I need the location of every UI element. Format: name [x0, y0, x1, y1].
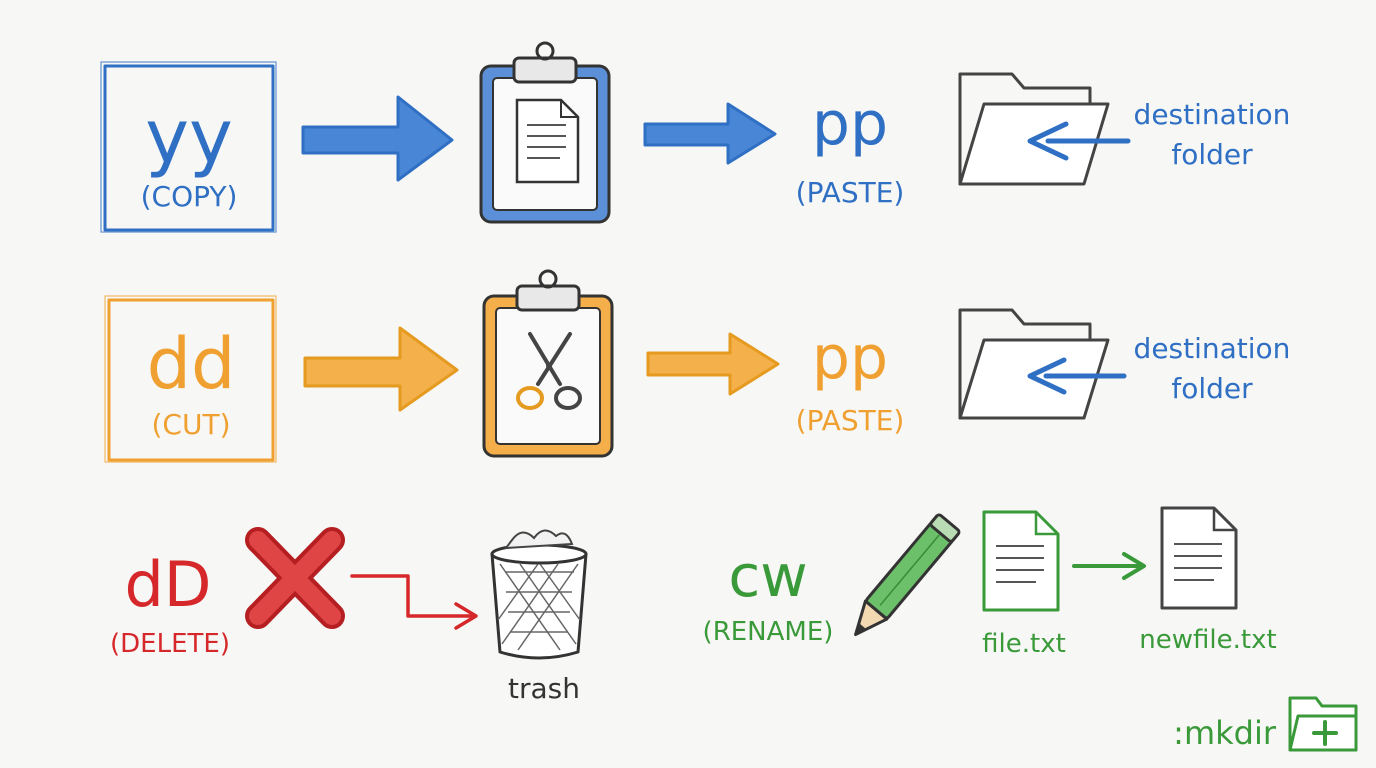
old-file-name: file.txt [982, 629, 1066, 659]
folder-icon [958, 308, 1110, 420]
copy-command: yy [145, 94, 233, 180]
scissors-icon [516, 332, 582, 410]
new-folder-icon [1288, 696, 1358, 752]
copy-row: yy (COPY) pp (PASTE) destination folder [100, 41, 1291, 233]
trash-label: trash [508, 672, 580, 705]
copy-destination-arrow [1027, 121, 1131, 161]
copy-caption: (COPY) [141, 180, 238, 213]
cut-destination-line2: folder [1171, 372, 1253, 405]
delete-arrow [350, 574, 478, 630]
cut-command-box: dd (CUT) [104, 295, 277, 463]
cut-destination-line1: destination [1134, 332, 1291, 365]
copy-arrow-2 [643, 102, 777, 165]
copy-paste-command: pp [812, 89, 888, 159]
cut-paste-command: pp [812, 323, 888, 393]
copy-paste-caption: (PASTE) [796, 176, 905, 209]
rename-command: cw [728, 542, 807, 610]
clipboard-scissors-icon [482, 269, 614, 458]
rename-row: cw (RENAME) file.txt newfile.t [703, 506, 1277, 659]
trash-bin-icon [490, 529, 588, 660]
delete-caption: (DELETE) [110, 629, 230, 659]
file-icon [982, 510, 1060, 612]
cut-command: dd [147, 323, 236, 405]
cut-row: dd (CUT) pp (PASTE) destination [104, 269, 1291, 463]
cut-destination-arrow [1027, 357, 1127, 395]
cut-caption: (CUT) [152, 408, 231, 441]
cut-arrow-2 [646, 332, 780, 396]
delete-command: dD [124, 548, 211, 621]
copy-command-box: yy (COPY) [100, 61, 277, 233]
new-file-name: newfile.txt [1139, 625, 1276, 655]
file-icon [1160, 506, 1238, 610]
copy-arrow-1 [301, 95, 454, 182]
cut-paste-caption: (PASTE) [796, 404, 905, 437]
pencil-icon [854, 513, 961, 637]
mkdir-command: :mkdir [1173, 714, 1277, 752]
folder-icon [958, 72, 1110, 186]
mkdir-row: :mkdir [1173, 696, 1358, 752]
clipboard-document-icon [479, 41, 611, 224]
rename-caption: (RENAME) [703, 617, 834, 647]
copy-destination-line2: folder [1171, 138, 1253, 171]
cut-arrow-1 [303, 326, 459, 412]
delete-row: dD (DELETE) trash [110, 527, 588, 705]
x-mark-icon [245, 527, 345, 629]
rename-arrow [1072, 552, 1146, 580]
copy-destination-line1: destination [1134, 98, 1291, 131]
